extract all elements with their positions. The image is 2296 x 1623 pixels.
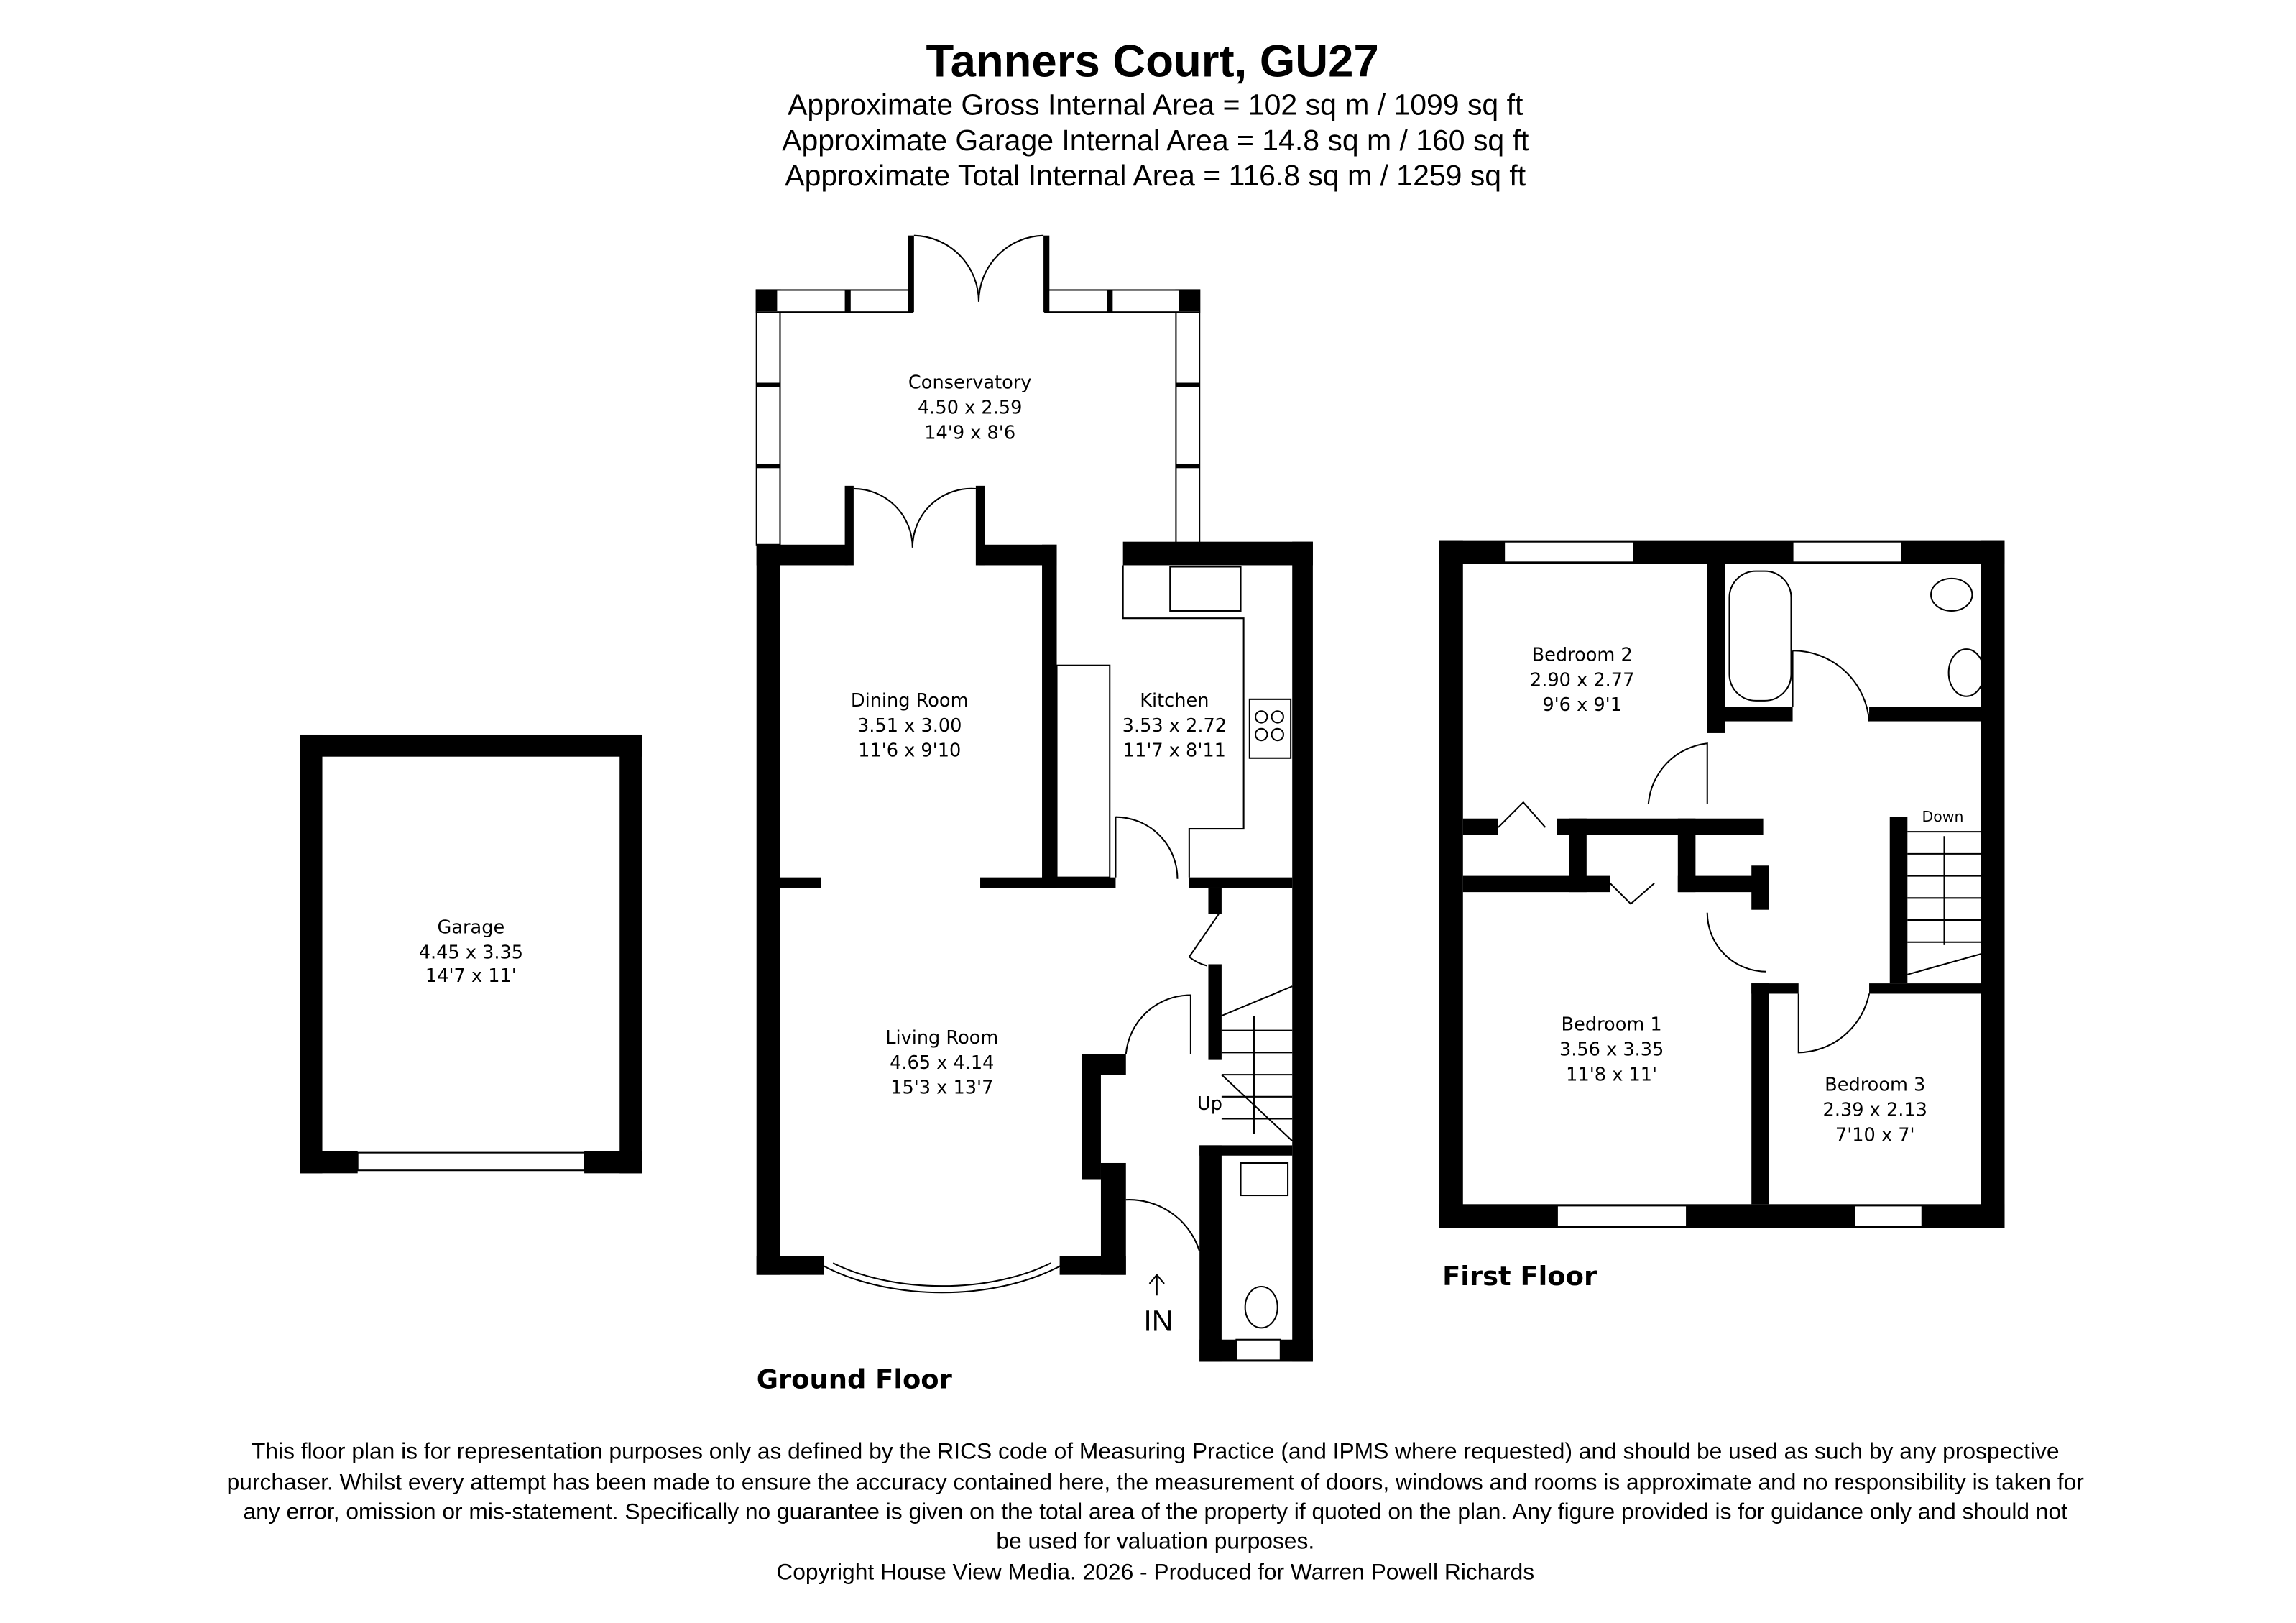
copyright: Copyright House View Media. 2026 - Produ… — [776, 1559, 1534, 1585]
window — [1503, 541, 1635, 564]
disclaimer-line: purchaser. Whilst every attempt has been… — [227, 1469, 2085, 1495]
bay-window — [818, 1262, 1066, 1294]
garage-area: Approximate Garage Internal Area = 14.8 … — [782, 124, 1529, 157]
room-name: Kitchen — [1140, 690, 1209, 712]
garage-plan: Garage 4.45 x 3.35 14'7 x 11' — [300, 734, 642, 1174]
window — [1556, 1205, 1688, 1228]
french-doors — [913, 234, 1044, 302]
room-imperial: 9'6 x 9'1 — [1542, 694, 1622, 716]
first-floor-plan: Down Bedroom 2 2.90 x 2.77 9'6 x 9'1 Bed… — [1439, 540, 2005, 1292]
room-metric: 2.39 x 2.13 — [1823, 1099, 1927, 1121]
room-imperial: 11'6 x 9'10 — [858, 740, 961, 762]
disclaimer-line: any error, omission or mis-statement. Sp… — [243, 1499, 2067, 1525]
ground-floor-plan: Up IN Conservatory 4.50 x 2.59 14'9 x 8'… — [755, 234, 1313, 1394]
total-area: Approximate Total Internal Area = 116.8 … — [785, 159, 1526, 192]
room-metric: 3.51 x 3.00 — [857, 715, 962, 737]
entrance-label: IN — [1143, 1304, 1173, 1337]
gross-area: Approximate Gross Internal Area = 102 sq… — [788, 88, 1523, 121]
ground-floor-label: Ground Floor — [757, 1364, 953, 1394]
disclaimer-line: This floor plan is for representation pu… — [252, 1438, 2059, 1464]
room-name: Living Room — [885, 1027, 998, 1049]
kitchen-door — [1115, 816, 1179, 879]
room-metric: 4.50 x 2.59 — [918, 397, 1022, 419]
room-imperial: 11'8 x 11' — [1566, 1064, 1657, 1085]
toilet-icon — [1930, 577, 1973, 612]
room-metric: 2.90 x 2.77 — [1530, 669, 1634, 691]
room-name: Dining Room — [851, 690, 969, 712]
room-metric: 4.45 x 3.35 — [419, 942, 523, 963]
stairs-up-label: Up — [1197, 1093, 1222, 1115]
room-metric: 3.56 x 3.35 — [1559, 1039, 1664, 1060]
room-name: Garage — [438, 916, 505, 938]
garage-door — [356, 1151, 586, 1172]
first-floor-label: First Floor — [1442, 1261, 1597, 1292]
stairs-down-label: Down — [1922, 808, 1963, 825]
room-imperial: 15'3 x 13'7 — [890, 1077, 993, 1099]
sink-icon — [1169, 566, 1242, 612]
room-imperial: 14'9 x 8'6 — [924, 422, 1015, 443]
room-imperial: 7'10 x 7' — [1835, 1124, 1915, 1146]
room-metric: 3.53 x 2.72 — [1122, 715, 1227, 737]
window — [1853, 1205, 1923, 1228]
room-metric: 4.65 x 4.14 — [890, 1052, 994, 1074]
room-name: Bedroom 2 — [1532, 645, 1633, 666]
hob-icon — [1248, 698, 1292, 759]
entrance-arrow-icon — [1148, 1274, 1165, 1296]
stairs — [1907, 831, 1981, 975]
basin-icon — [1947, 648, 1985, 697]
window — [1792, 541, 1903, 564]
toilet-icon — [1244, 1285, 1278, 1329]
room-name: Bedroom 3 — [1825, 1075, 1925, 1096]
room-name: Bedroom 1 — [1562, 1014, 1662, 1036]
room-imperial: 11'7 x 8'11 — [1123, 740, 1226, 762]
page-title: Tanners Court, GU27 — [926, 36, 1379, 86]
room-imperial: 14'7 x 11' — [425, 965, 517, 987]
disclaimer-line: be used for valuation purposes. — [996, 1528, 1314, 1554]
stairs — [1221, 985, 1293, 1142]
basin-icon — [1240, 1162, 1289, 1197]
bath-icon — [1728, 570, 1792, 702]
room-name: Conservatory — [908, 372, 1032, 394]
wardrobe-doors — [1498, 801, 1655, 905]
